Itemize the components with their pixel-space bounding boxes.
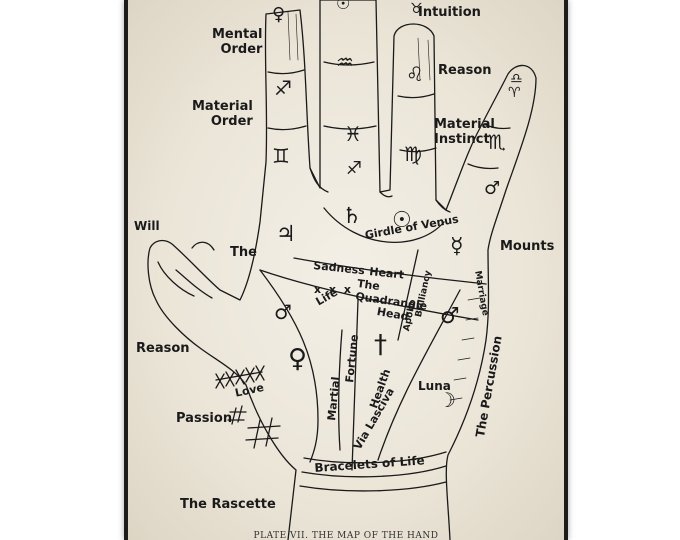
taurus-icon: ♉ [410,1,423,17]
apollo-line [397,249,419,341]
bracelet-line-2 [301,465,447,478]
poster-paper: Intuition Mental Order Reason Material O… [128,0,564,540]
martial-line [338,329,343,451]
scorpio-icon: ♓ [344,122,362,146]
label-material-order: Material Order [192,99,253,129]
moon-icon: ☽ [438,388,456,412]
bracelet-line-3 [299,481,447,492]
label-reason-top: Reason [438,63,492,78]
sagittarius-down-icon: ♐ [346,158,363,179]
pinky-top-icon: ♎ [510,71,523,87]
health-line [377,289,461,461]
saturn-icon: ♄ [342,204,362,229]
gemini-icon: ♊ [272,144,290,168]
scorpio-pinky-icon: ♏ [488,130,506,154]
bracelet-line-1 [303,451,447,464]
label-material-instinct: Material Instinct [434,117,495,147]
label-reason-left: Reason [136,341,190,356]
label-cross-marks: x x x [314,283,353,296]
girdle-of-venus-line [323,207,445,243]
arrow-up-icon: ♂ [484,178,501,199]
venus-finger-icon: ♀ [272,4,286,25]
label-mounts: Mounts [500,239,555,254]
label-mental-order: Mental Order [212,27,263,57]
jupiter-icon: ♃ [276,222,296,247]
leo-icon: ♌ [406,62,424,86]
heart-line [293,257,487,285]
mercury-icon: ☿ [450,234,464,259]
sagittarius-icon: ♐ [274,76,292,100]
label-will: Will [134,219,160,233]
venus-mount-icon: ♀ [288,344,308,374]
dagger-icon: † [374,330,387,360]
head-line [259,269,479,321]
fortune-line [351,299,359,471]
sun-top-icon: ☉ [336,0,351,13]
plate-caption: PLATE VII. THE MAP OF THE HAND [253,531,439,540]
label-luna: Luna [418,379,451,393]
mars-left-icon: ♂ [274,300,292,324]
label-the: The [230,245,257,260]
label-the-rascette: The Rascette [180,497,276,512]
pinky-mid-icon: ♈ [508,85,521,101]
mars-right-icon: ♂ [440,304,460,329]
poster-frame: Intuition Mental Order Reason Material O… [124,0,568,540]
hand-illustration [147,0,537,540]
aquarius-icon: ♒ [336,50,354,74]
label-passion: Passion [176,411,233,426]
sun-mount-icon: ☉ [392,208,412,233]
virgo-icon: ♍ [404,142,422,166]
label-intuition: Intuition [418,5,481,20]
life-line [259,269,319,463]
